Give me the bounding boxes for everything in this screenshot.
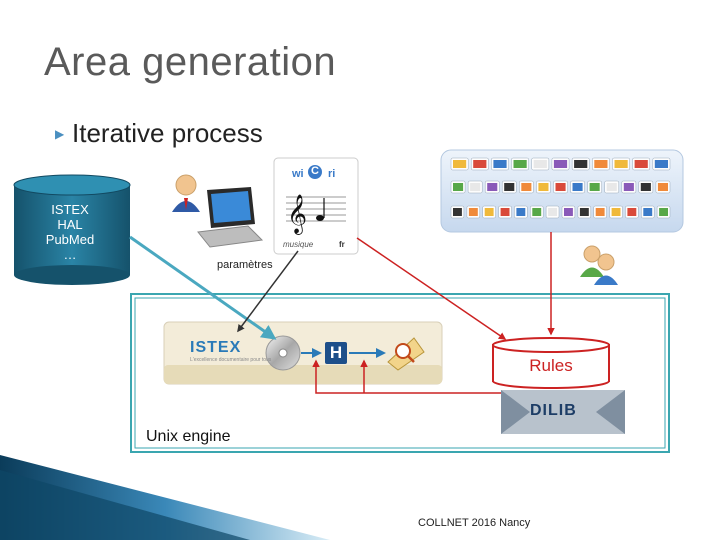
wiki-flag-emblem <box>548 208 557 216</box>
wiki-flag-emblem <box>595 208 605 216</box>
wiki-flag-emblem <box>627 208 637 216</box>
slide-footer: COLLNET 2016 Nancy <box>418 517 531 529</box>
istex-banner-band <box>164 365 442 384</box>
wiki-flag-emblem <box>555 183 566 191</box>
wiki-flag-emblem <box>589 183 600 191</box>
database-source-item: ISTEX <box>51 202 89 217</box>
wiki-flag-emblem <box>453 183 464 191</box>
h-step-label: H <box>329 343 343 362</box>
svg-text:𝄞: 𝄞 <box>287 194 307 235</box>
rules-cylinder <box>492 337 610 389</box>
database-source-item: PubMed <box>45 232 95 247</box>
wiki-flag-emblem <box>640 183 651 191</box>
wiki-flag-emblem <box>579 208 589 216</box>
dilib-label: DILIB <box>530 402 577 419</box>
unix-engine-box <box>130 293 670 453</box>
wiki-flag-emblem <box>493 160 507 168</box>
wiki-flag-emblem <box>572 183 583 191</box>
wiki-flag-emblem <box>611 208 621 216</box>
wiki-flag-emblem <box>521 183 532 191</box>
wiki-flag-emblem <box>594 160 608 168</box>
wiki-flag-emblem <box>634 160 648 168</box>
arrow-wicri-to-rules <box>356 237 507 340</box>
decorative-stripe <box>0 455 330 540</box>
istex-tagline: L'excellence documentaire pour tous <box>190 357 272 363</box>
wiki-flag-emblem <box>513 160 527 168</box>
users-group-icon <box>580 245 618 285</box>
search-explore-icon <box>387 337 425 371</box>
wiki-flag-emblem <box>654 160 668 168</box>
wicri-wi-text: wi <box>292 168 304 180</box>
user-person-icon <box>172 174 200 212</box>
wiki-flag-emblem <box>623 183 634 191</box>
dilib-logo <box>501 390 625 434</box>
h-step-box <box>325 342 347 364</box>
wiki-flag-emblem <box>574 160 588 168</box>
source-database-cylinder <box>13 174 131 285</box>
wiki-flag-emblem <box>532 208 542 216</box>
wiki-flags-panel <box>440 149 684 233</box>
arrow-dilib-feedback-1 <box>312 359 501 394</box>
wiki-flag-emblem <box>453 208 462 216</box>
wiki-flag-emblem <box>500 208 510 216</box>
wiki-flag-emblem <box>533 160 547 168</box>
wiki-flag-emblem <box>487 183 498 191</box>
wiki-flag-emblem <box>484 208 494 216</box>
wiki-flag-emblem <box>470 183 481 191</box>
laptop-icon <box>197 187 264 248</box>
cd-disk-icon <box>265 335 301 371</box>
wiki-flag-emblem <box>453 160 467 168</box>
arrow-parameters-to-istex <box>237 250 299 333</box>
wicri-ri-text: ri <box>328 168 336 180</box>
wiki-flag-emblem <box>614 160 628 168</box>
wiki-flag-emblem <box>516 208 526 216</box>
unix-engine-label: Unix engine <box>146 428 231 445</box>
slide-title: Area generation <box>44 40 337 84</box>
wiki-flag-emblem <box>538 183 549 191</box>
bullet-text: Iterative process <box>72 118 263 148</box>
wicri-lang: fr <box>339 240 345 249</box>
database-source-item: HAL <box>57 217 83 232</box>
rules-label: Rules <box>529 356 573 375</box>
wiki-flag-emblem <box>643 208 653 216</box>
istex-logo: ISTEX <box>190 339 242 356</box>
wiki-flag-emblem <box>606 183 617 191</box>
wiki-flag-emblem <box>473 160 487 168</box>
wicri-musique-card: 𝄞 <box>273 157 359 255</box>
parameters-label: paramètres <box>217 259 273 271</box>
arrow-database-to-istex <box>129 235 277 340</box>
database-source-item: … <box>63 247 77 262</box>
wiki-flag-emblem <box>657 183 668 191</box>
wiki-flag-emblem <box>564 208 573 216</box>
wiki-flag-emblem <box>504 183 515 191</box>
bullet-triangle-icon: ▶ <box>55 127 65 141</box>
wiki-flag-emblem <box>659 208 668 216</box>
unix-engine-box-inner <box>134 297 666 449</box>
wicri-c-text: C <box>311 165 319 177</box>
wiki-flag-emblem <box>553 160 568 168</box>
wiki-flag-emblem <box>468 208 478 216</box>
wicri-caption: musique <box>283 240 314 249</box>
